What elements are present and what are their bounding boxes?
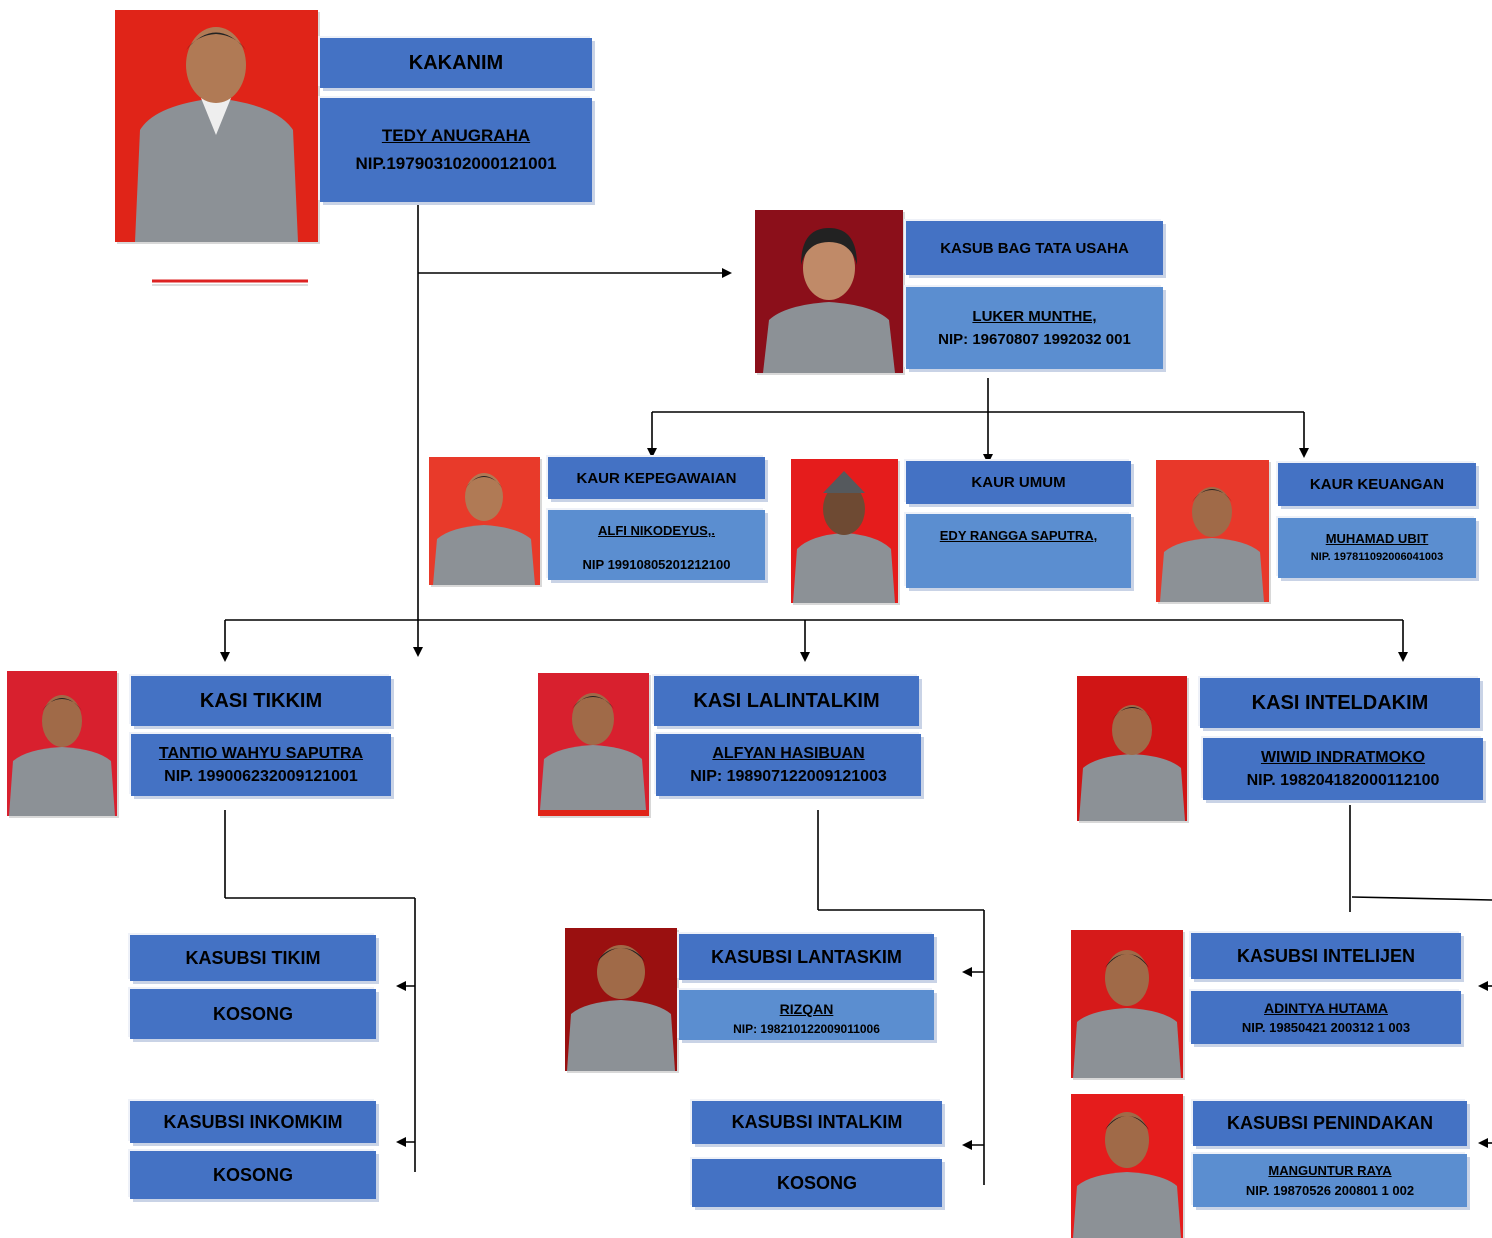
kasubsi-penindakan-title: KASUBSI PENINDAKAN <box>1226 1113 1433 1133</box>
kasubsi-penindakan-title-box: KASUBSI PENINDAKAN <box>1193 1101 1467 1146</box>
kasi-tikkim-title-box: KASI TIKKIM <box>131 676 391 726</box>
kaur-keuangan-title: KAUR KEUANGAN <box>1309 476 1445 493</box>
kakanim-title-box: KAKANIM <box>320 38 592 88</box>
person-avatar-icon <box>791 459 898 603</box>
kasubsi-intelijen-title-box: KASUBSI INTELIJEN <box>1191 933 1461 979</box>
person-avatar-icon <box>429 457 540 585</box>
kasi-lalintalkim-name-box: ALFYAN HASIBUAN NIP: 198907122009121003 <box>656 734 921 796</box>
kaur-umum-photo <box>791 459 898 603</box>
kasi-lalintalkim-nip: NIP: 198907122009121003 <box>690 768 887 785</box>
kasubsi-lantaskim-nip: NIP: 198210122009011006 <box>733 1022 880 1036</box>
kasubsi-lantaskim-name-box: RIZQAN NIP: 198210122009011006 <box>679 990 934 1040</box>
kaur-umum-name: EDY RANGGA SAPUTRA, <box>939 528 1098 543</box>
kasi-lalintalkim-name: ALFYAN HASIBUAN <box>712 745 865 762</box>
kaur-keuangan-nip: NIP. 197811092006041003 <box>1310 551 1444 563</box>
kaur-umum-name-box: EDY RANGGA SAPUTRA, <box>906 514 1131 588</box>
person-avatar-icon <box>1071 930 1183 1078</box>
kasi-tikkim-title: KASI TIKKIM <box>199 689 323 712</box>
kasubsi-penindakan-name: MANGUNTUR RAYA <box>1268 1162 1392 1178</box>
kaur-umum-title-box: KAUR UMUM <box>906 461 1131 504</box>
kasi-lalintalkim-photo <box>538 673 649 816</box>
kaur-keuangan-name-box: MUHAMAD UBIT NIP. 197811092006041003 <box>1278 518 1476 578</box>
kaur-umum-title: KAUR UMUM <box>971 474 1066 491</box>
kasi-inteldakim-name-box: WIWID INDRATMOKO NIP. 198204182000112100 <box>1203 738 1483 800</box>
person-avatar-icon <box>7 671 117 816</box>
kasubsi-lantaskim-title-box: KASUBSI LANTASKIM <box>679 934 934 980</box>
kaur-kepegawaian-title: KAUR KEPEGAWAIAN <box>576 469 737 487</box>
kasubsi-penindakan-nip: NIP. 19870526 200801 1 002 <box>1245 1182 1415 1198</box>
kasubsi-lantaskim-title: KASUBSI LANTASKIM <box>711 946 902 967</box>
kasubsi-penindakan-photo <box>1071 1094 1183 1238</box>
tu-name-box: LUKER MUNTHE, NIP: 19670807 1992032 001 <box>906 287 1163 369</box>
tu-name: LUKER MUNTHE, <box>972 308 1097 325</box>
tu-nip: NIP: 19670807 1992032 001 <box>938 331 1131 348</box>
tu-title: KASUB BAG TATA USAHA <box>940 239 1129 257</box>
kasubsi-intelijen-photo <box>1071 930 1183 1078</box>
kasubsi-intalkim-name: KOSONG <box>776 1172 857 1193</box>
kasi-inteldakim-title-box: KASI INTELDAKIM <box>1200 678 1480 728</box>
kasubsi-inkomkim-title: KASUBSI INKOMKIM <box>163 1111 343 1132</box>
kakanim-title: KAKANIM <box>408 51 504 74</box>
kasi-tikkim-name-box: TANTIO WAHYU SAPUTRA NIP. 19900623200912… <box>131 734 391 796</box>
kasubsi-tikim-name-box: KOSONG <box>130 989 376 1039</box>
person-avatar-icon <box>1071 1094 1183 1238</box>
kaur-keuangan-title-box: KAUR KEUANGAN <box>1278 463 1476 506</box>
kasubsi-tikim-title-box: KASUBSI TIKIM <box>130 935 376 981</box>
kasi-tikkim-name: TANTIO WAHYU SAPUTRA <box>158 745 364 762</box>
person-avatar-icon <box>1077 676 1187 821</box>
kasubsi-tikim-title: KASUBSI TIKIM <box>185 947 321 968</box>
kasi-inteldakim-title: KASI INTELDAKIM <box>1251 691 1429 714</box>
kasubsi-inkomkim-name: KOSONG <box>212 1164 293 1185</box>
person-avatar-icon <box>115 10 318 242</box>
kasubsi-inkomkim-title-box: KASUBSI INKOMKIM <box>130 1101 376 1143</box>
person-avatar-icon <box>538 673 649 816</box>
kasubsi-intalkim-name-box: KOSONG <box>692 1159 942 1207</box>
kakanim-photo <box>115 10 318 242</box>
tu-photo <box>755 210 903 373</box>
kaur-keuangan-photo <box>1156 460 1269 602</box>
kakanim-nip: NIP.197903102000121001 <box>355 154 557 173</box>
kasubsi-penindakan-name-box: MANGUNTUR RAYA NIP. 19870526 200801 1 00… <box>1193 1154 1467 1207</box>
kaur-kepegawaian-nip: NIP 19910805201212100 <box>582 557 731 572</box>
kasubsi-inkomkim-name-box: KOSONG <box>130 1151 376 1199</box>
kaur-kepegawaian-title-box: KAUR KEPEGAWAIAN <box>548 457 765 499</box>
kaur-kepegawaian-name-box: ALFI NIKODEYUS,. NIP 19910805201212100 <box>548 510 765 580</box>
kasi-lalintalkim-title: KASI LALINTALKIM <box>693 689 880 712</box>
kasubsi-lantaskim-photo <box>565 928 677 1071</box>
kaur-kepegawaian-photo <box>429 457 540 585</box>
kasi-inteldakim-photo <box>1077 676 1187 821</box>
kasubsi-intelijen-title: KASUBSI INTELIJEN <box>1236 945 1416 966</box>
kasi-inteldakim-nip: NIP. 198204182000112100 <box>1246 772 1440 789</box>
kakanim-name-box: TEDY ANUGRAHA NIP.197903102000121001 <box>320 98 592 202</box>
person-avatar-icon <box>565 928 677 1071</box>
kasi-tikkim-nip: NIP. 199006232009121001 <box>164 768 358 785</box>
kasubsi-intalkim-title: KASUBSI INTALKIM <box>731 1112 903 1132</box>
tu-title-box: KASUB BAG TATA USAHA <box>906 221 1163 275</box>
kakanim-name: TEDY ANUGRAHA <box>381 126 531 145</box>
kaur-keuangan-name: MUHAMAD UBIT <box>1325 531 1429 546</box>
kasubsi-lantaskim-name: RIZQAN <box>779 1001 834 1017</box>
kasubsi-intelijen-nip: NIP. 19850421 200312 1 003 <box>1241 1019 1411 1035</box>
kasubsi-intalkim-title-box: KASUBSI INTALKIM <box>692 1101 942 1144</box>
kasi-lalintalkim-title-box: KASI LALINTALKIM <box>654 676 919 726</box>
kasubsi-intelijen-name-box: ADINTYA HUTAMA NIP. 19850421 200312 1 00… <box>1191 991 1461 1044</box>
kasi-tikkim-photo <box>7 671 117 816</box>
kasubsi-intelijen-name: ADINTYA HUTAMA <box>1264 999 1388 1016</box>
kasubsi-tikim-name: KOSONG <box>212 1003 293 1024</box>
person-avatar-icon <box>1156 460 1269 602</box>
kaur-kepegawaian-name: ALFI NIKODEYUS,. <box>597 523 715 538</box>
person-avatar-icon <box>755 210 903 373</box>
kasi-inteldakim-name: WIWID INDRATMOKO <box>1260 749 1426 766</box>
